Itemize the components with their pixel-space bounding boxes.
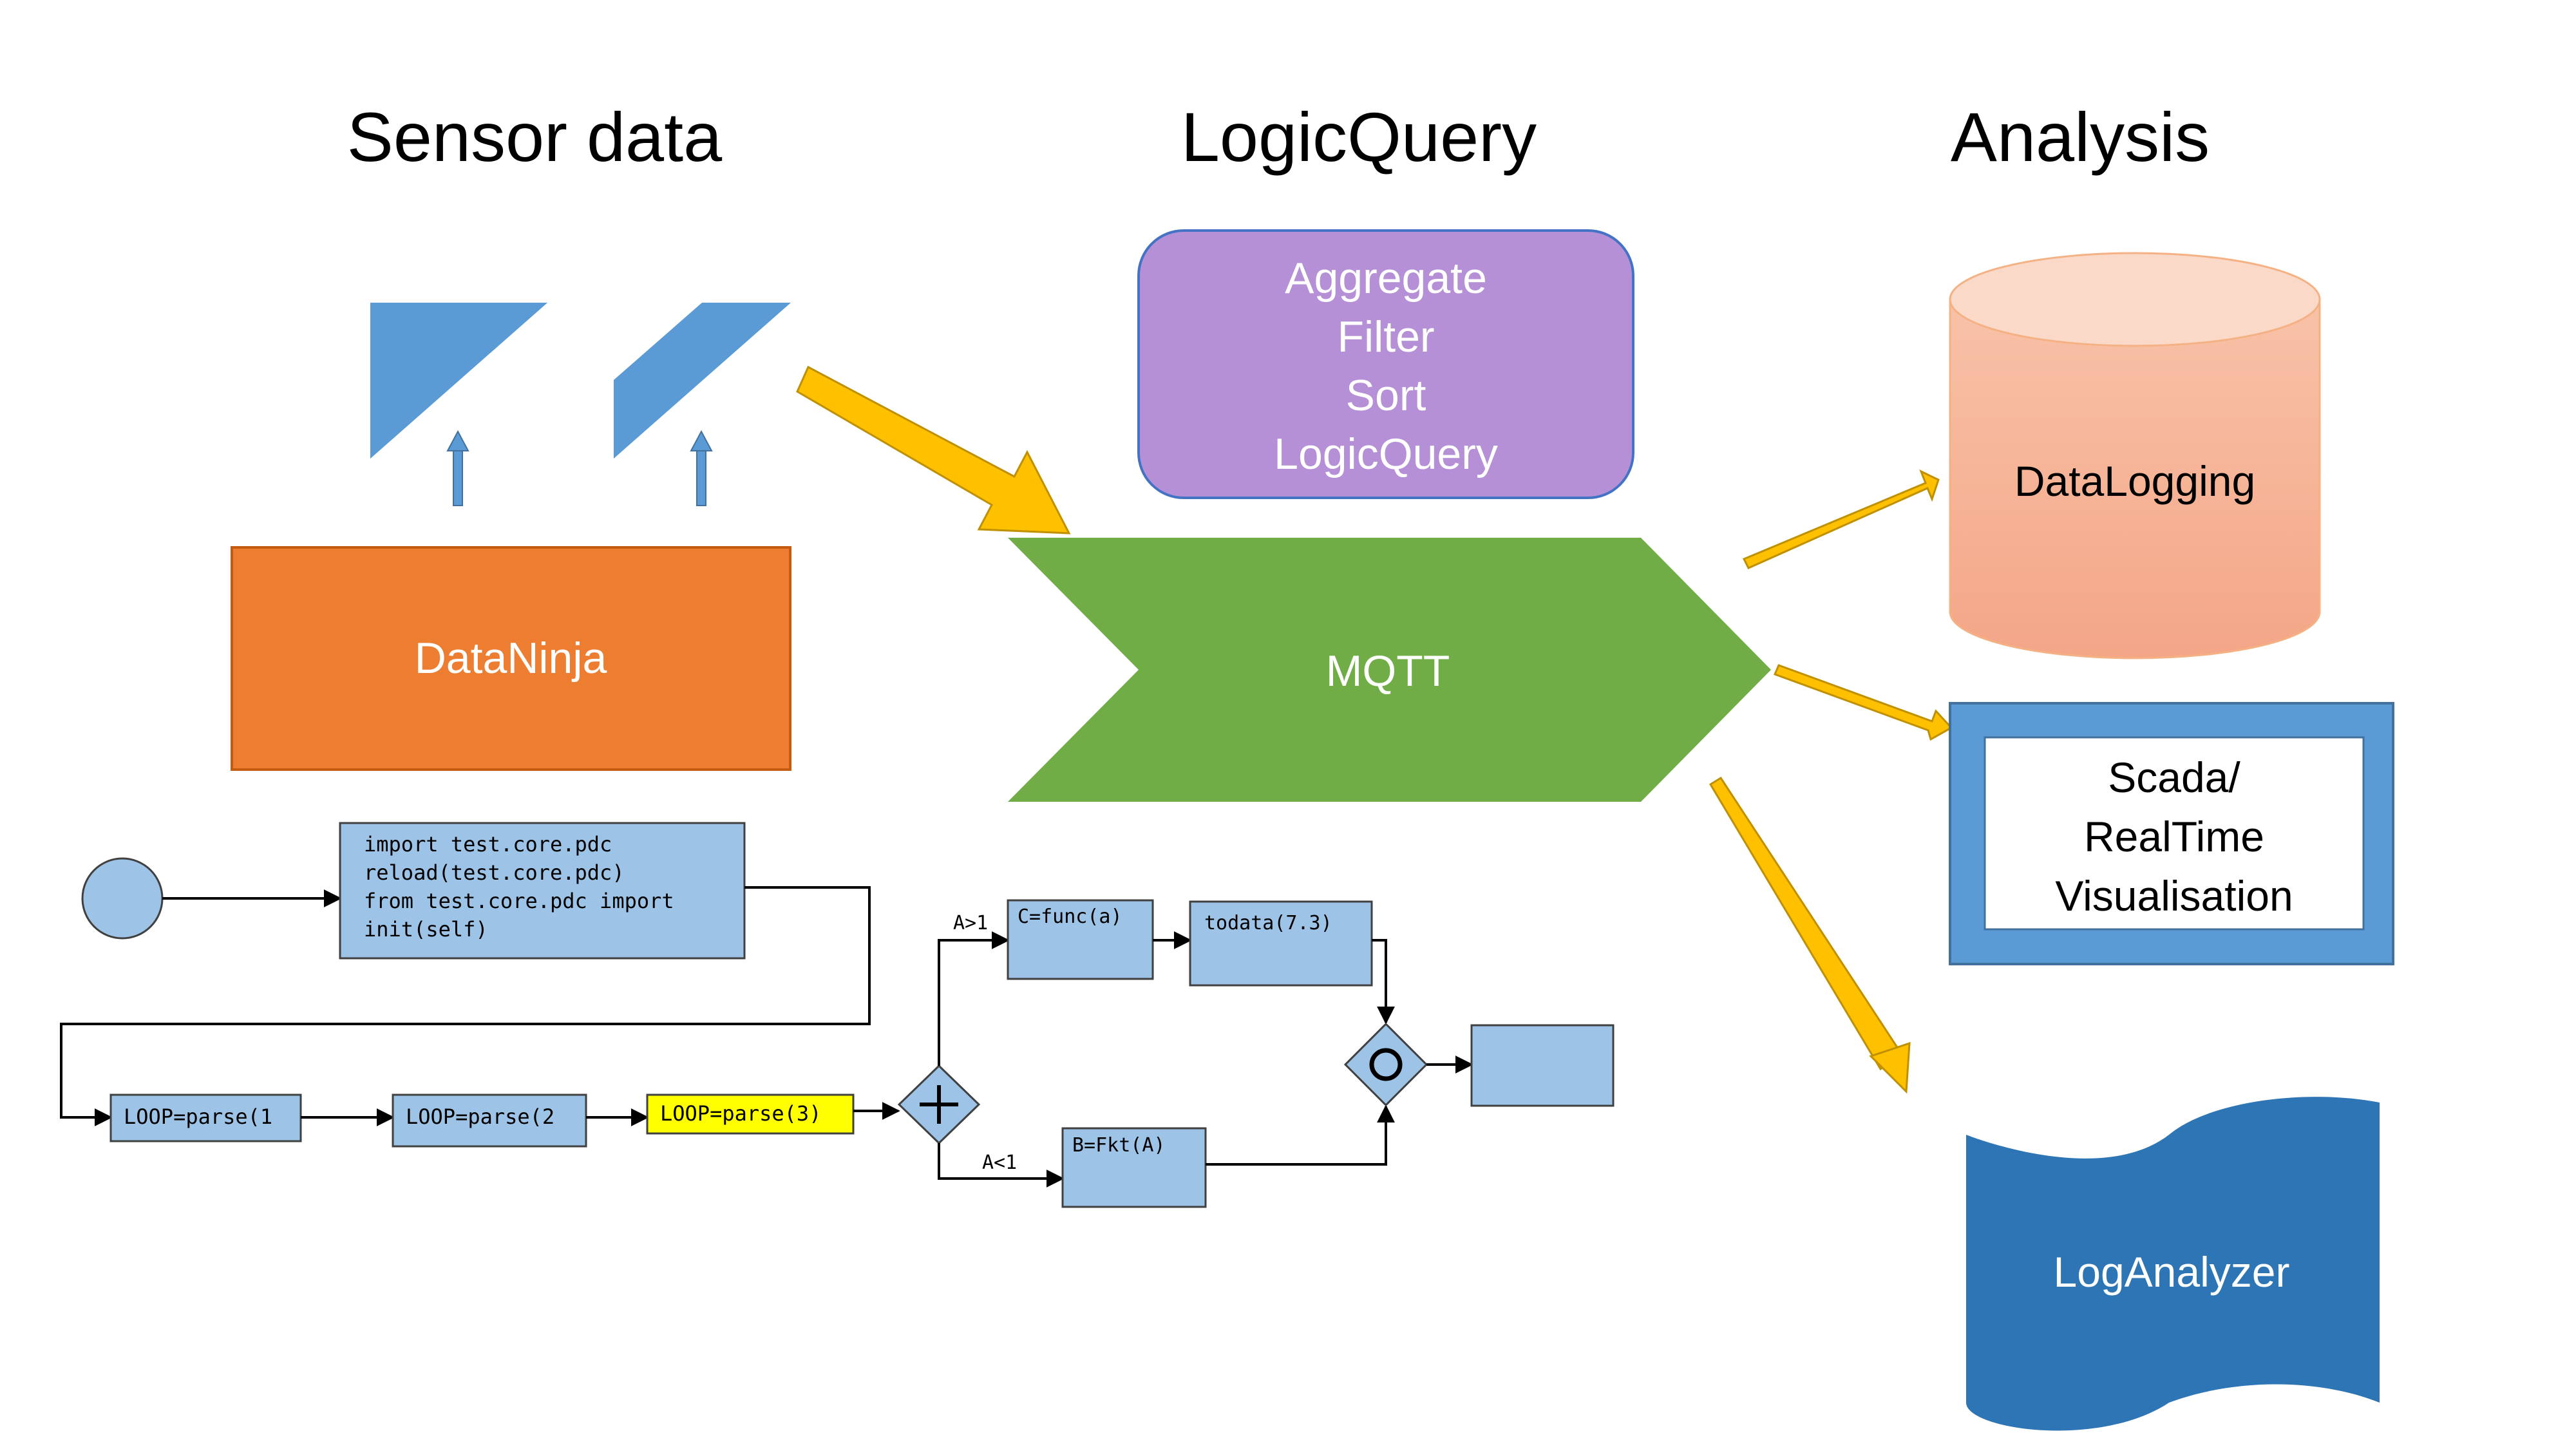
flow-cond-a-gt-label: A>1 <box>953 912 988 934</box>
flow-edge-code-to-loop1 <box>60 886 871 1126</box>
arrow-mqtt-to-scada <box>1773 664 1953 741</box>
flow-code-line-4: init(self) <box>364 917 488 942</box>
sensor-shape-left-main <box>370 303 547 459</box>
flow-cond-a-lt-label: A<1 <box>982 1151 1017 1174</box>
logicquery-line-aggregate: Aggregate <box>1285 254 1487 303</box>
flow-loop1-label: LOOP=parse(1 <box>124 1104 272 1129</box>
flow-loop2-box <box>392 1094 587 1148</box>
dataninja-box <box>231 546 791 771</box>
logicquery-line-filter: Filter <box>1337 312 1434 361</box>
flow-loop1-box <box>109 1094 302 1142</box>
flow-func-label: C=func(a) <box>1018 905 1122 928</box>
scada-line-3: Visualisation <box>2055 872 2293 920</box>
flow-code-line-1: import test.core.pdc <box>364 832 612 857</box>
scada-inner <box>1984 736 2365 931</box>
arrow-mqtt-to-loganalyzer <box>1709 776 1908 1092</box>
mqtt-chevron <box>1008 538 1771 802</box>
flow-todata-label: todata(7.3) <box>1204 912 1332 934</box>
flow-code-line-2: reload(test.core.pdc) <box>364 860 625 885</box>
flow-plus-gateway <box>897 1064 981 1145</box>
flow-loop3-box <box>646 1094 855 1135</box>
flow-join-gateway <box>1343 1022 1428 1107</box>
heading-logicquery: LogicQuery <box>1181 98 1537 176</box>
flow-loop3-label: LOOP=parse(3) <box>660 1101 821 1126</box>
heading-sensor-data: Sensor data <box>347 98 723 176</box>
flow-fkt-label: B=Fkt(A) <box>1072 1134 1166 1157</box>
logicquery-line-logicquery: LogicQuery <box>1274 430 1498 478</box>
arrow-mqtt-to-datalogging <box>1742 469 1940 569</box>
flow-code-line-3: from test.core.pdc import <box>364 889 674 913</box>
datalogging-label: DataLogging <box>2014 457 2255 505</box>
arrow-sensor-to-mqtt <box>796 365 1071 535</box>
loganalyzer-label: LogAnalyzer <box>2054 1248 2290 1296</box>
up-arrow-right <box>690 430 713 506</box>
flow-func-box <box>1007 899 1154 980</box>
flow-edge-fkt-to-join <box>1206 1104 1395 1166</box>
mqtt-label: MQTT <box>1326 647 1450 696</box>
flow-loop2-label: LOOP=parse(2 <box>406 1104 554 1129</box>
logicquery-line-sort: Sort <box>1346 371 1426 420</box>
scada-line-2: RealTime <box>2084 813 2264 860</box>
scada-line-1: Scada/ <box>2108 753 2240 801</box>
sensor-shape-right <box>614 303 791 459</box>
heading-analysis: Analysis <box>1951 98 2210 176</box>
flow-start-circle <box>81 857 164 940</box>
loganalyzer-shape <box>1966 1097 2380 1431</box>
flow-end-box <box>1470 1024 1615 1107</box>
logicquery-box <box>1137 229 1634 499</box>
flow-fkt-box <box>1061 1127 1207 1208</box>
flow-edge-plus-to-fkt <box>938 1143 1065 1188</box>
flow-edge-todata-to-join <box>1372 939 1395 1025</box>
flow-code-box <box>339 822 746 960</box>
dataninja-label: DataNinja <box>415 634 607 683</box>
up-arrow-left <box>446 430 469 506</box>
arrow-mqtt-to-loganalyzer-head <box>1869 1041 1911 1094</box>
flow-edge-plus-to-func <box>938 931 1010 1066</box>
flow-todata-box <box>1189 900 1373 987</box>
datalogging-cylinder <box>1949 252 2321 659</box>
